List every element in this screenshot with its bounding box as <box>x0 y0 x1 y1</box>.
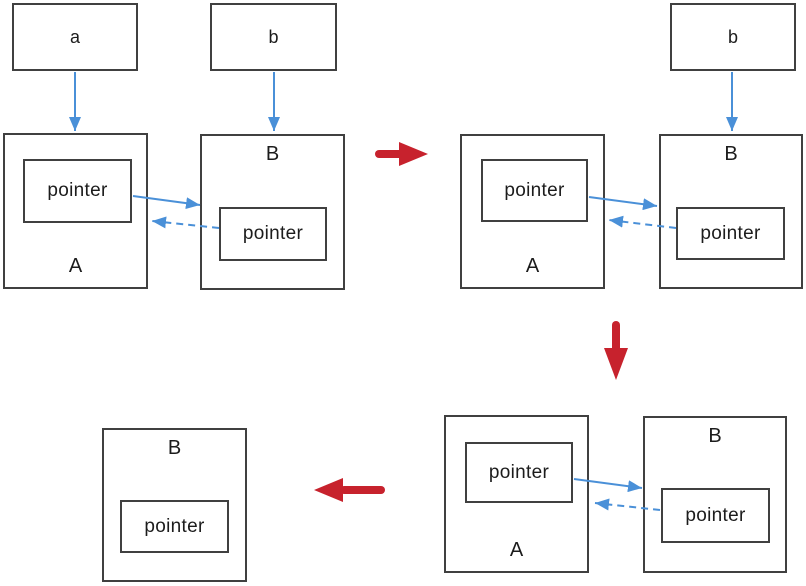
state2-pointer-in-a-box: pointer <box>481 159 588 222</box>
state3-pointer-in-b-box: pointer <box>661 488 770 543</box>
transition-down-head <box>604 348 628 380</box>
state1-var-b-box: b <box>210 3 337 71</box>
state2-object-a-label: A <box>525 255 540 277</box>
state2-var-b-label: b <box>727 26 738 47</box>
state2-object-b-label: B <box>724 143 738 165</box>
state2-pointer-in-b-box: pointer <box>676 207 785 260</box>
transition-right-head <box>399 142 428 166</box>
state1-pointer-in-a-label: pointer <box>47 180 108 201</box>
state1-pointer-in-b-label: pointer <box>242 223 304 244</box>
state3-pointer-in-b-label: pointer <box>685 504 746 526</box>
state3-object-a-label: A <box>509 539 524 561</box>
transition-arrow-left-icon <box>314 478 385 502</box>
transition-left-head <box>314 478 343 502</box>
state1-pointer-in-b-box: pointer <box>219 207 327 261</box>
state1-pointer-in-a-box: pointer <box>23 159 132 223</box>
state3-object-b-label: B <box>708 425 722 447</box>
state4-object-b-label: B <box>167 437 182 459</box>
state1-var-a-label: a <box>69 26 80 47</box>
state1-object-a-label: A <box>68 255 83 277</box>
state3-pointer-in-a-box: pointer <box>465 442 573 503</box>
state4-pointer-in-b-label: pointer <box>144 515 205 537</box>
state2-var-b-box: b <box>670 3 796 71</box>
state1-var-b-label: b <box>268 26 279 47</box>
state3-pointer-in-a-label: pointer <box>488 461 550 483</box>
state1-var-a-box: a <box>12 3 138 71</box>
transition-arrow-down-icon <box>604 321 628 380</box>
state2-pointer-in-b-label: pointer <box>700 222 761 244</box>
state4-pointer-in-b-box: pointer <box>120 500 229 553</box>
state2-pointer-in-a-label: pointer <box>504 179 565 201</box>
transition-arrow-right-icon <box>375 142 428 166</box>
state1-object-b-label: B <box>265 143 280 165</box>
